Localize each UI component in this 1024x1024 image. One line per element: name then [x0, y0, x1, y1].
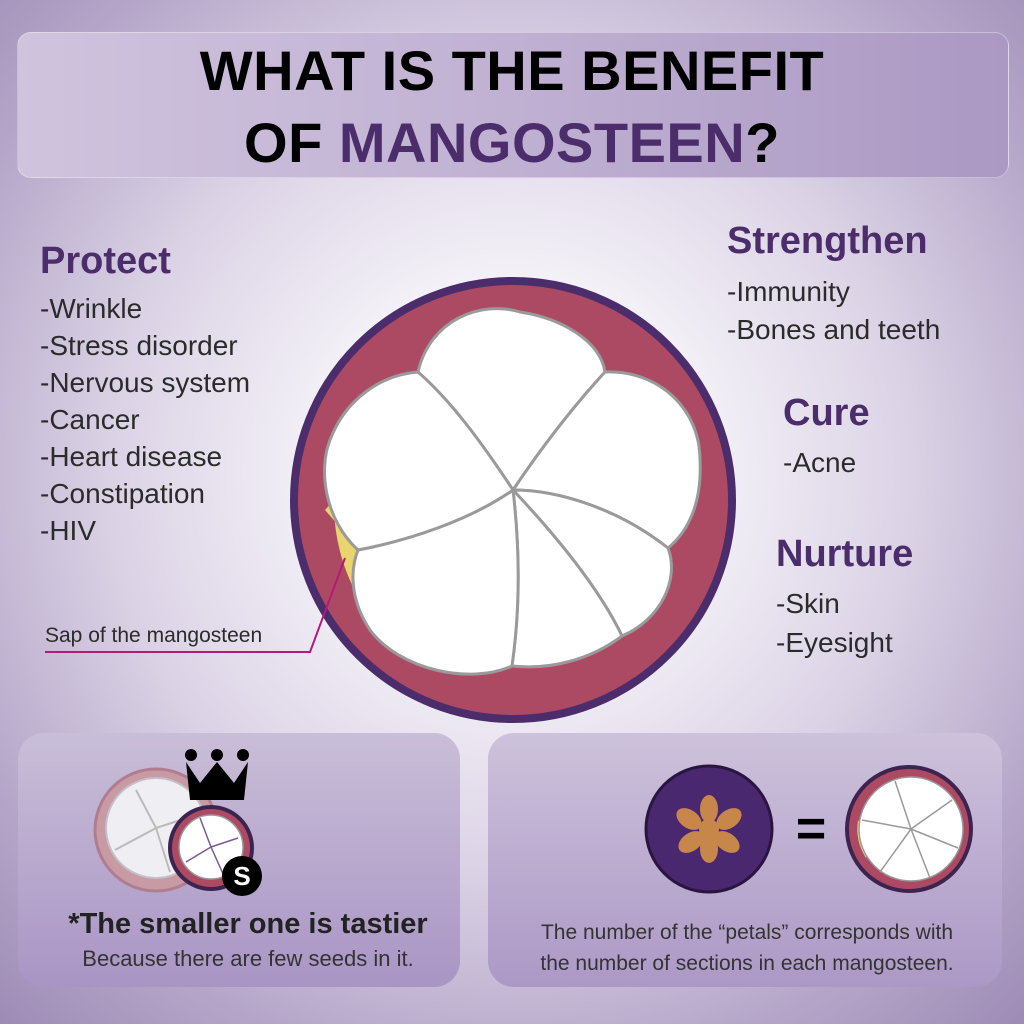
- protect-item: -Wrinkle: [40, 293, 143, 324]
- page-title-line2: OF MANGOSTEEN?: [0, 110, 1024, 175]
- petal-note-line1: The number of the “petals” corresponds w…: [540, 921, 954, 944]
- cure-heading: Cure: [783, 392, 870, 434]
- protect-item: -Constipation: [40, 478, 205, 509]
- protect-item: -Heart disease: [40, 441, 223, 472]
- title-banner: [17, 32, 1009, 178]
- title-suffix: ?: [745, 111, 780, 174]
- mangosteen-top-icon: [644, 764, 774, 894]
- size-badge-letter: S: [233, 861, 250, 891]
- nurture-item: -Eyesight: [776, 627, 893, 658]
- nurture-heading: Nurture: [776, 533, 914, 575]
- protect-item: -HIV: [40, 515, 96, 546]
- nurture-item: -Skin: [776, 588, 840, 619]
- protect-item: -Cancer: [40, 404, 140, 435]
- petal-note-line2: the number of sections in each mangostee…: [540, 952, 954, 975]
- petal-note: The number of the “petals” corresponds w…: [497, 917, 997, 979]
- sap-area: [325, 500, 360, 600]
- title-accent: MANGOSTEEN: [338, 111, 746, 174]
- protect-item: -Nervous system: [40, 367, 251, 398]
- size-badge-icon: S: [222, 856, 262, 896]
- page-title-line1: WHAT IS THE BENEFIT: [199, 39, 825, 102]
- title-prefix: OF: [244, 111, 339, 174]
- equals-sign: =: [796, 800, 826, 858]
- tastier-detail: Because there are few seeds in it.: [82, 946, 414, 971]
- protect-item: -Stress disorder: [40, 330, 238, 361]
- tastier-headline: *The smaller one is tastier: [68, 908, 428, 940]
- strengthen-item: -Bones and teeth: [727, 314, 941, 345]
- strengthen-heading: Strengthen: [727, 220, 928, 262]
- sap-label: Sap of the mangosteen: [45, 624, 263, 647]
- mangosteen-section-icon: [845, 765, 973, 893]
- mangosteen-cross-section-icon: [290, 277, 736, 723]
- crown-icon: [185, 749, 249, 800]
- strengthen-item: -Immunity: [727, 276, 850, 307]
- sap-leader-line: [45, 557, 346, 653]
- protect-heading: Protect: [40, 240, 171, 282]
- flesh-segment: [323, 370, 515, 552]
- cure-item: -Acne: [783, 447, 857, 478]
